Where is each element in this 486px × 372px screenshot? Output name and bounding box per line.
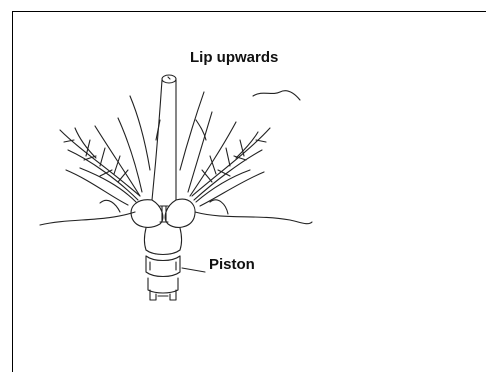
left-leaf	[60, 96, 160, 205]
piston-leader-line	[182, 268, 205, 272]
piston-column	[145, 228, 182, 300]
lip	[152, 75, 176, 200]
central-bulbs	[131, 199, 195, 227]
label-lip-upwards: Lip upwards	[190, 49, 278, 66]
right-leaf	[180, 92, 270, 206]
label-piston: Piston	[209, 256, 255, 273]
